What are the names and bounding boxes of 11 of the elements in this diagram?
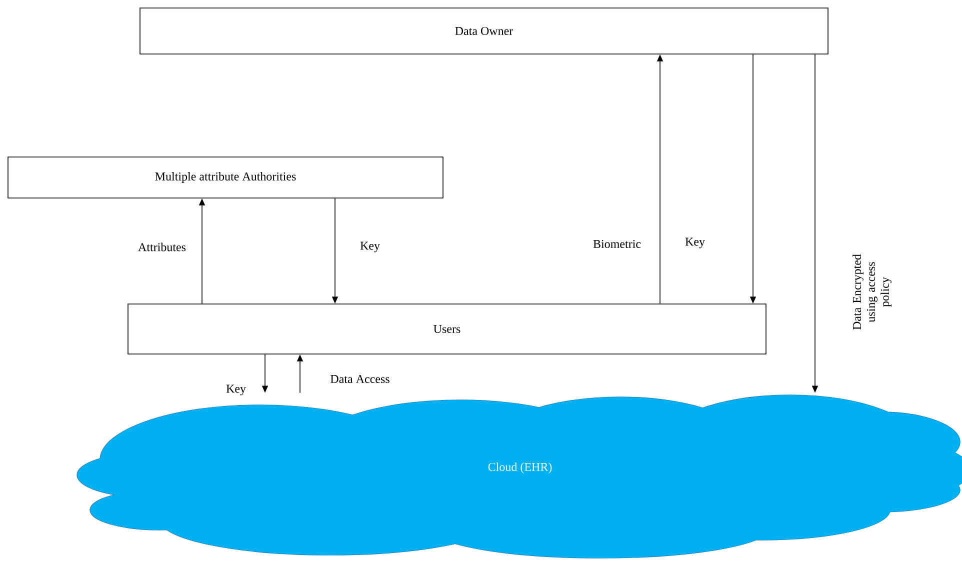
box: Users [128, 304, 766, 354]
edge-label: Key [360, 242, 380, 252]
box: Multiple attribute Authorities [8, 156, 444, 198]
box: Data Owner [140, 8, 828, 54]
edge-label: Key [685, 238, 705, 248]
edge-label: Data Access [330, 375, 390, 384]
edge-label: Biometric [593, 240, 641, 248]
edge-label: Attributes [138, 242, 186, 252]
cloud: Cloud (EHR) [76, 394, 962, 558]
edge-label: Key [226, 384, 246, 396]
edge-label: Data Encrypted using access policy [852, 254, 892, 330]
